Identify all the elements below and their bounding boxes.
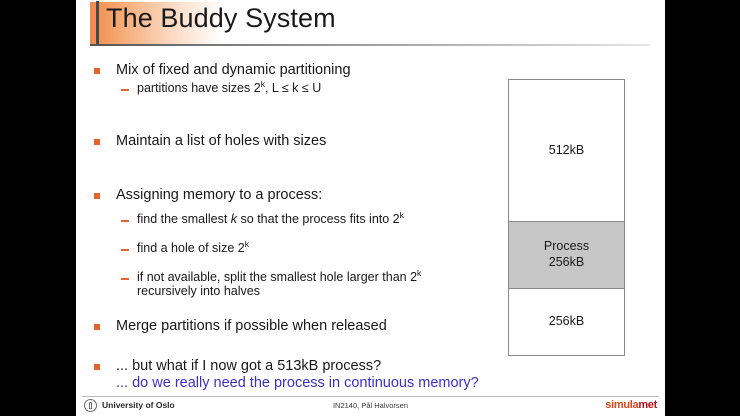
footer-course-label: IN2140, Pål Halvorsen: [332, 401, 409, 410]
simulamet-logo: simulamet: [605, 399, 657, 411]
dash-bullet-icon: [121, 278, 129, 280]
sub-bullet-label-3-1: find the smallest k so that the process …: [137, 209, 404, 226]
sub-bullet-label-3-2: find a hole of size 2k: [137, 238, 249, 255]
memory-block-label: 512kB: [548, 142, 585, 157]
bullet-item-5: ... but what if I now got a 513kB proces…: [94, 358, 381, 374]
sub-bullet-item-3-3: if not available, split the smallest hol…: [121, 267, 422, 298]
title-vertical-bar-icon: [96, 1, 99, 45]
sub-bullet-label-3-3: if not available, split the smallest hol…: [137, 267, 422, 298]
memory-block-free-512: 512kB: [509, 80, 624, 221]
bullet-item-1: Mix of fixed and dynamic partitioning: [94, 62, 351, 78]
footer-divider: [82, 396, 659, 397]
simulamet-logo-part2: met: [638, 399, 657, 411]
title-accent-swash: [90, 2, 222, 44]
slide-title-area: The Buddy System: [76, 0, 665, 48]
square-bullet-icon: [94, 193, 100, 199]
bullet-label-1: Mix of fixed and dynamic partitioning: [116, 62, 351, 78]
presentation-slide: The Buddy System Mix of fixed and dynami…: [76, 0, 665, 416]
bullet-item-3: Assigning memory to a process:: [94, 187, 322, 203]
bullet-label-2: Maintain a list of holes with sizes: [116, 133, 327, 149]
footer-university-label: University of Oslo: [102, 400, 175, 410]
university-crest-icon: [84, 399, 97, 412]
page-title: The Buddy System: [106, 3, 336, 33]
bullet-item-5-highlight: ... do we really need the process in con…: [94, 375, 479, 391]
bullet-label-5: ... but what if I now got a 513kB proces…: [116, 358, 382, 374]
memory-block-free-256: 256kB: [509, 289, 624, 355]
square-bullet-icon: [94, 324, 100, 330]
bullet-label-3: Assigning memory to a process:: [116, 187, 323, 203]
dash-bullet-icon: [121, 89, 129, 91]
slide-footer: University of Oslo IN2140, Pål Halvorsen…: [76, 396, 665, 416]
sub-bullet-item-3-2: find a hole of size 2k: [121, 238, 249, 255]
bullet-item-2: Maintain a list of holes with sizes: [94, 133, 326, 149]
dash-bullet-icon: [121, 249, 129, 251]
dash-bullet-icon: [121, 220, 129, 222]
sub-bullet-item-1-1: partitions have sizes 2k, L ≤ k ≤ U: [121, 78, 322, 95]
bullet-label-4: Merge partitions if possible when releas…: [116, 318, 387, 334]
sub-bullet-label-1-1: partitions have sizes 2k, L ≤ k ≤ U: [137, 78, 322, 95]
memory-block-label: 256kB: [548, 314, 585, 329]
square-bullet-icon: [94, 139, 100, 145]
sub-bullet-item-3-1: find the smallest k so that the process …: [121, 209, 404, 226]
square-bullet-icon: [94, 364, 100, 370]
bullet-item-4: Merge partitions if possible when releas…: [94, 318, 387, 334]
square-bullet-icon: [94, 68, 100, 74]
bullet-label-5-highlight: ... do we really need the process in con…: [116, 375, 479, 391]
title-divider: [90, 44, 650, 46]
simulamet-logo-part1: simula: [605, 399, 639, 411]
